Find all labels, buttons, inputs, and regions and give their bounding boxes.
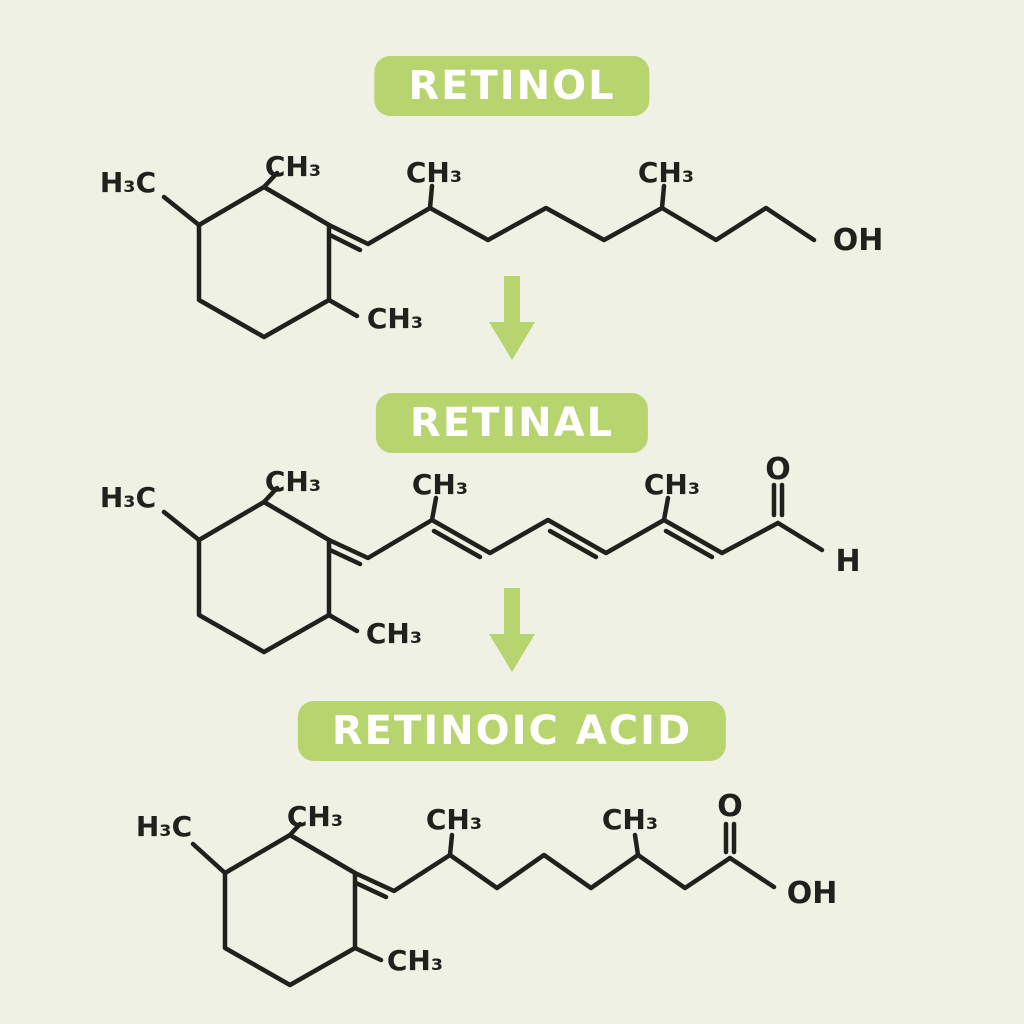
atom-label-ch3: CH₃ bbox=[366, 617, 422, 650]
atom-label-ch3: CH₃ bbox=[602, 803, 658, 836]
bond-ch3-chain-2 bbox=[659, 183, 667, 211]
bond-ch3-ring-top bbox=[261, 170, 280, 190]
bond-ch3-chain-1 bbox=[447, 832, 455, 858]
retinol-bonds bbox=[161, 170, 817, 340]
atom-label-ch3: CH₃ bbox=[412, 468, 468, 501]
retinoic-acid-bonds bbox=[190, 821, 777, 988]
ring-bond bbox=[222, 832, 358, 988]
atom-label-ch3: CH₃ bbox=[367, 302, 423, 335]
chain-bond bbox=[326, 517, 781, 561]
atom-label-h3c: H₃C bbox=[100, 481, 156, 514]
retinoic-acid-structure: H₃C CH₃ CH₃ CH₃ CH₃ O OH bbox=[136, 790, 837, 988]
atom-label-ch3: CH₃ bbox=[265, 465, 321, 498]
stage-label-retinol: RETINOL bbox=[374, 56, 650, 116]
atom-label-h3c: H₃C bbox=[100, 166, 156, 199]
bond-oh bbox=[727, 855, 777, 890]
bond-ch3-ring-bottom bbox=[352, 945, 384, 963]
atom-label-ch3: CH₃ bbox=[426, 803, 482, 836]
atom-label-ch3: CH₃ bbox=[287, 800, 343, 833]
retinol-structure: H₃C CH₃ CH₃ CH₃ CH₃ OH bbox=[100, 150, 883, 340]
ring-bond bbox=[196, 184, 332, 340]
double-bond-mark bbox=[547, 528, 599, 560]
bond-ch3-chain-1 bbox=[427, 183, 435, 211]
retinal-bonds bbox=[161, 482, 825, 655]
bond-h3c bbox=[161, 194, 202, 228]
atom-label-o: O bbox=[717, 790, 743, 824]
bond-h3c bbox=[190, 841, 228, 876]
bond-ch3-ring-top bbox=[261, 485, 280, 505]
bond-h3c bbox=[161, 509, 202, 543]
atom-label-ch3: CH₃ bbox=[265, 150, 321, 183]
atom-label-h3c: H₃C bbox=[136, 810, 192, 843]
retinal-atom-labels: H₃C CH₃ CH₃ CH₃ CH₃ O H bbox=[100, 455, 861, 650]
bond-h bbox=[775, 520, 825, 553]
atom-label-ch3: CH₃ bbox=[638, 156, 694, 189]
ring-bond bbox=[196, 499, 332, 655]
bond-ch3-ring-bottom bbox=[326, 297, 360, 319]
retinoic-acid-atom-labels: H₃C CH₃ CH₃ CH₃ CH₃ O OH bbox=[136, 790, 837, 977]
atom-label-ch3: CH₃ bbox=[387, 944, 443, 977]
bond-ch3-ring-bottom bbox=[326, 612, 360, 634]
stage-label-retinoic-acid: RETINOIC ACID bbox=[297, 701, 727, 761]
atom-label-ch3: CH₃ bbox=[644, 468, 700, 501]
bond-ch3-chain-1 bbox=[429, 495, 439, 523]
chain-bond bbox=[326, 205, 817, 247]
double-bond-mark bbox=[327, 547, 363, 567]
atom-label-o: O bbox=[765, 455, 791, 487]
double-bond-mark bbox=[431, 528, 483, 560]
bond-ch3-chain-2 bbox=[661, 495, 671, 523]
stage-label-retinal: RETINAL bbox=[375, 393, 649, 453]
retinal-structure: H₃C CH₃ CH₃ CH₃ CH₃ O H bbox=[100, 455, 861, 655]
double-bond-mark bbox=[327, 232, 363, 253]
down-arrow-icon bbox=[489, 588, 535, 672]
atom-label-oh: OH bbox=[833, 223, 884, 258]
chain-bond bbox=[352, 852, 733, 894]
bond-ch3-ring-top bbox=[287, 821, 303, 838]
double-bond-mark bbox=[353, 880, 389, 900]
atom-label-oh: OH bbox=[787, 876, 838, 911]
double-bond-mark bbox=[663, 528, 715, 560]
down-arrow-icon bbox=[489, 276, 535, 360]
bond-ch3-chain-2 bbox=[632, 832, 641, 858]
retinol-atom-labels: H₃C CH₃ CH₃ CH₃ CH₃ OH bbox=[100, 150, 883, 335]
atom-label-ch3: CH₃ bbox=[406, 156, 462, 189]
atom-label-h: H bbox=[835, 544, 860, 579]
